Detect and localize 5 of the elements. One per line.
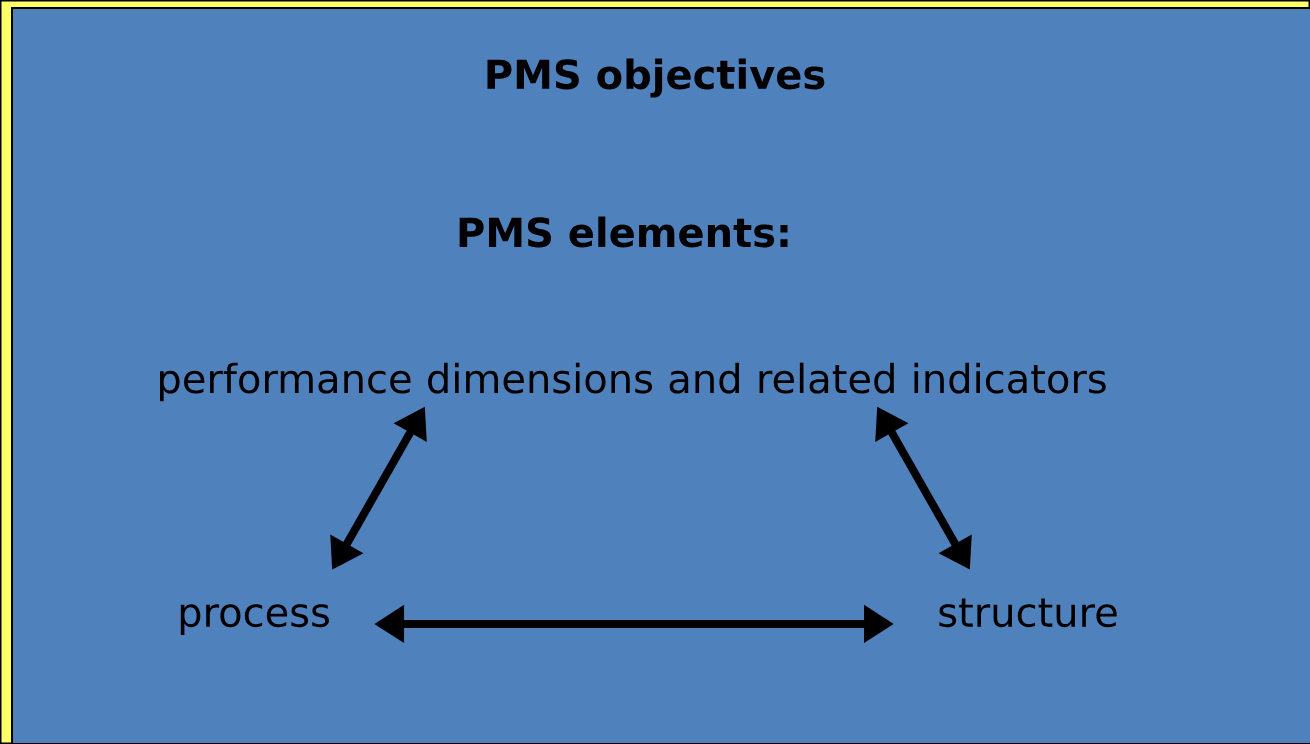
node-text: structure bbox=[939, 598, 1117, 628]
title: PMS objectives bbox=[487, 58, 825, 98]
heading: PMS elements: bbox=[459, 216, 788, 248]
node-text: performance dimensions and related indicators bbox=[160, 362, 1106, 402]
node-text: process bbox=[180, 604, 329, 635]
